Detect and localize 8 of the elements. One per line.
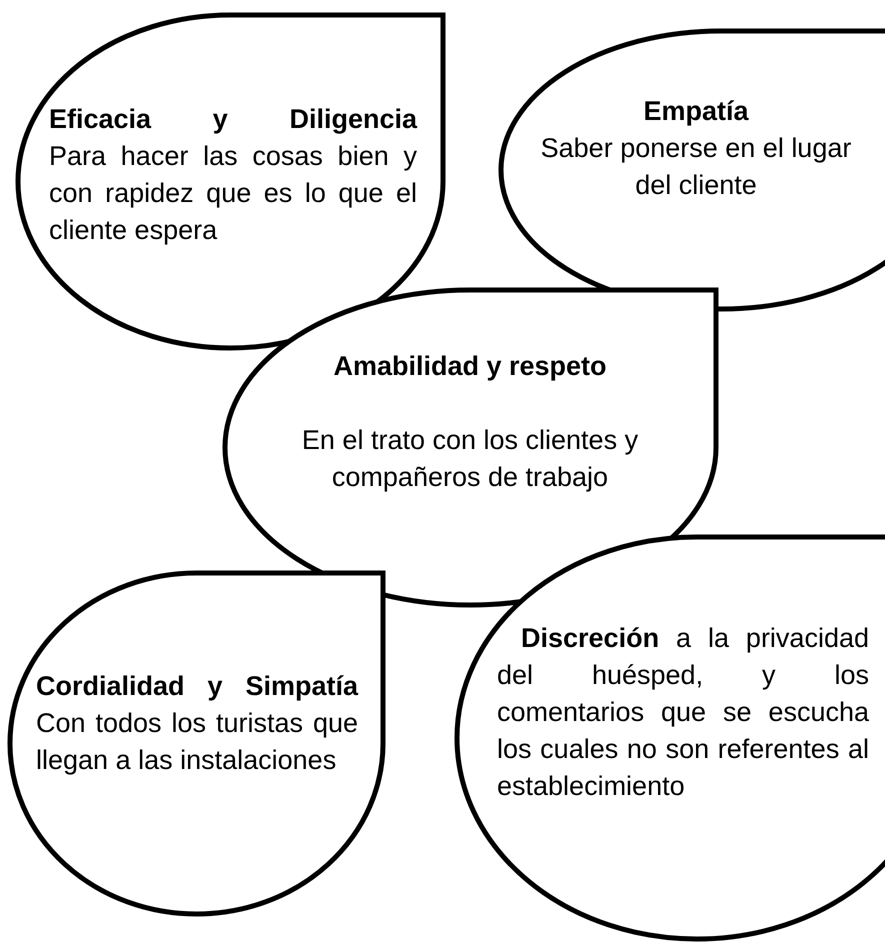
bubble-text: En el trato con los clientes y compañeros de trabajo — [300, 424, 640, 494]
bubble-heading: Empatía — [642, 95, 750, 128]
bubble-text: Para hacer las cosas bien y con rapidez que es lo que el cliente espera — [49, 140, 417, 247]
bubble-text: Saber ponerse en el lugar del cliente — [540, 132, 852, 202]
bubble-heading: Amabilidad y respeto — [332, 350, 608, 383]
bubble-text: Discreción a la privacidad del huésped, y los comentarios que se escucha los cuales no son referentes al establecimiento — [497, 622, 869, 803]
bubble-text: Cordialidad y Simpatía Con todos los turistas que llegan a las instalaciones — [36, 670, 358, 777]
bubble-heading: Eficacia y Diligencia — [49, 103, 417, 136]
